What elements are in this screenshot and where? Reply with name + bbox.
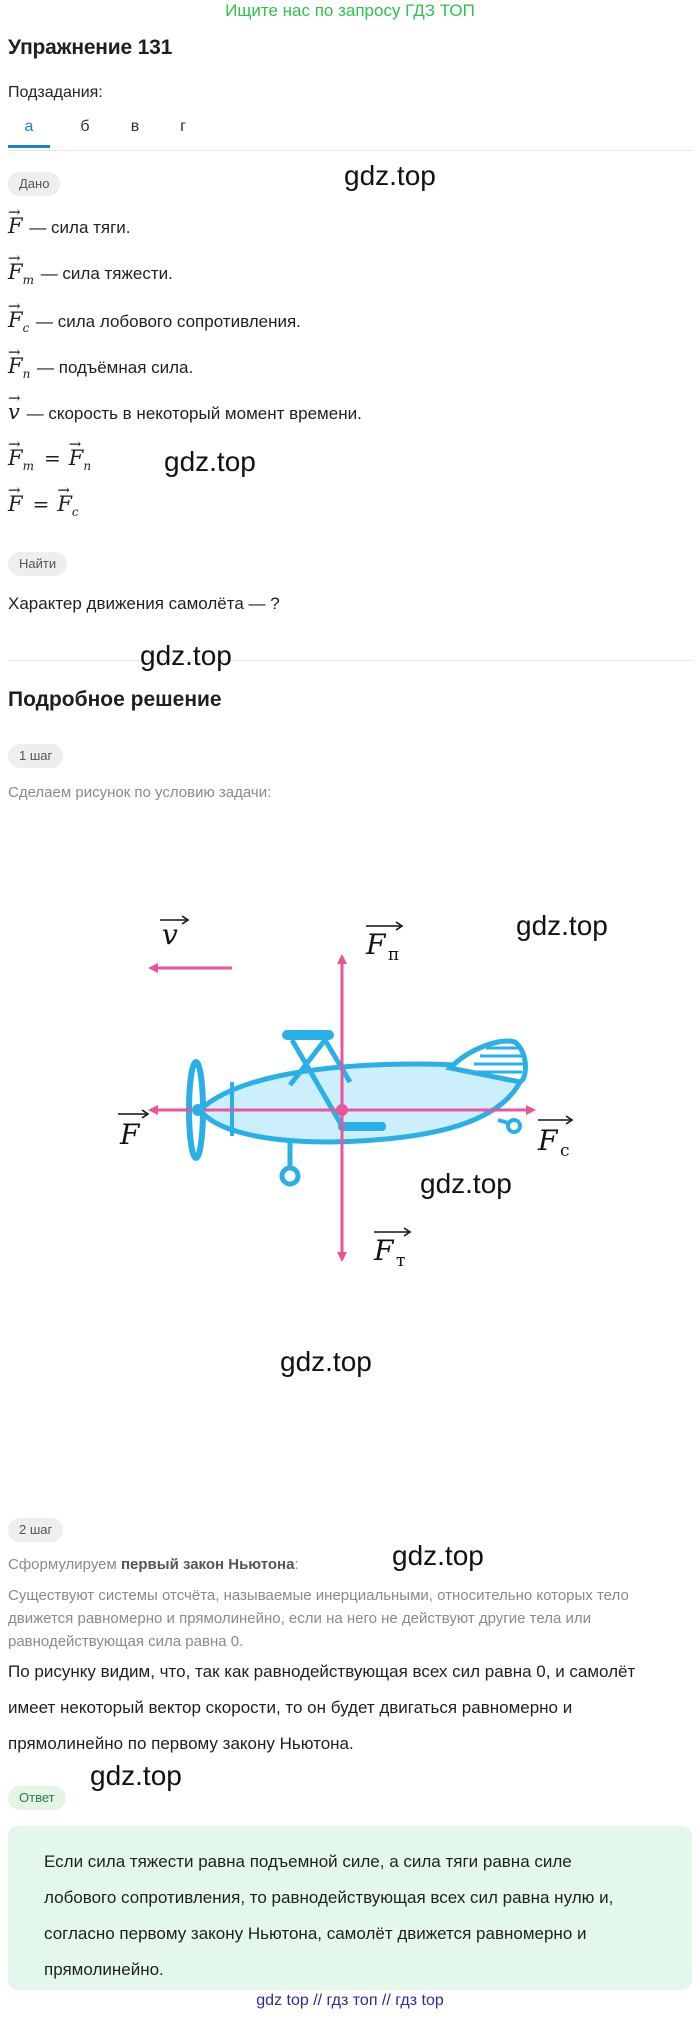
vector-symbol: Fт (8, 246, 34, 292)
section-divider (8, 660, 692, 661)
given-item: Fс — сила лобового сопротивления. (8, 294, 301, 340)
given-item: F — сила тяги. (8, 200, 131, 246)
tabs-divider (8, 150, 692, 151)
svg-text:F: F (373, 1234, 395, 1267)
given-badge: Дано (8, 172, 61, 196)
step1-badge: 1 шаг (8, 744, 64, 768)
find-text: Характер движения самолёта — ? (8, 594, 280, 613)
svg-text:F: F (365, 928, 387, 961)
find-badge: Найти (8, 552, 68, 576)
exercise-title: Упражнение 131 (8, 36, 173, 59)
given-equation: F=Fс (8, 478, 81, 524)
newton-law-text: Существуют системы отсчёта, называемые и… (8, 1587, 629, 1650)
given-item: Fт — сила тяжести. (8, 246, 173, 292)
subtask-tabs: а б в г (8, 114, 692, 150)
airplane-force-diagram: v F п F F с F т (118, 915, 574, 1271)
svg-text:п: п (388, 945, 399, 965)
tab-b[interactable]: б (80, 118, 90, 135)
vector-symbol: Fп (8, 340, 30, 386)
step2-intro: Сформулируем первый закон Ньютона: (8, 1556, 299, 1573)
vector-symbol: v (8, 386, 20, 432)
watermark: gdz.top (344, 160, 436, 191)
top-banner: Ищите нас по запросу ГДЗ ТОП (225, 1, 475, 20)
solution-title: Подробное решение (8, 688, 222, 711)
tab-a[interactable]: а (8, 114, 50, 148)
watermark: gdz.top (420, 1168, 512, 1199)
watermark: gdz.top (392, 1540, 484, 1571)
watermark: gdz.top (90, 1760, 182, 1791)
footer-links[interactable]: gdz top // гдз топ // гдз top (256, 1992, 444, 2009)
watermark: gdz.top (280, 1346, 372, 1377)
given-equation: Fт=Fп (8, 432, 93, 478)
given-item: Fп — подъёмная сила. (8, 340, 193, 386)
label-velocity: v (160, 915, 190, 951)
svg-text:т: т (396, 1251, 405, 1271)
svg-text:с: с (560, 1141, 570, 1161)
vector-symbol: Fс (8, 294, 29, 340)
tab-g[interactable]: г (180, 118, 186, 135)
svg-text:F: F (119, 1118, 141, 1151)
svg-text:F: F (537, 1124, 559, 1157)
label-drag-force: F с (537, 1115, 574, 1161)
step2-badge: 2 шаг (8, 1518, 64, 1542)
tab-v[interactable]: в (130, 118, 140, 135)
svg-text:v: v (162, 918, 178, 951)
vector-symbol: F (8, 200, 23, 246)
label-gravity-force: F т (373, 1227, 412, 1271)
label-thrust-force: F (118, 1109, 150, 1151)
subtasks-label: Подзадания: (8, 84, 103, 101)
watermark: gdz.top (516, 910, 608, 941)
answer-badge: Ответ (8, 1786, 66, 1810)
answer-box: Если сила тяжести равна подъемной силе, … (8, 1826, 692, 1990)
step1-text: Сделаем рисунок по условию задачи: (8, 784, 272, 801)
airplane-icon (186, 1030, 528, 1187)
label-lift-force: F п (365, 921, 404, 965)
watermark: gdz.top (164, 446, 256, 477)
watermark: gdz.top (140, 640, 232, 671)
given-item: v — скорость в некоторый момент времени. (8, 386, 362, 432)
step2-body: По рисунку видим, что, так как равнодейс… (8, 1662, 636, 1753)
